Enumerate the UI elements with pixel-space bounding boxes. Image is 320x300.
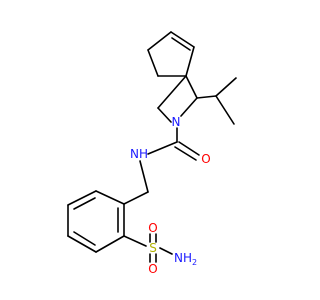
- bond-ch-to-methyl-top: [215, 77, 237, 97]
- bond-carbonyl-to-nh: [147, 141, 178, 155]
- bond-ring-right: [185, 46, 195, 77]
- sulfur-label: S: [149, 241, 157, 255]
- amine-subscript: 2: [192, 258, 197, 267]
- bond-cipr-to-spiro: [185, 75, 198, 99]
- bond-s-to-nh2: [159, 247, 173, 255]
- amide-nh-label: NH: [130, 147, 148, 161]
- sulfonyl-oxygen-bottom-label: O: [148, 262, 157, 276]
- ring-nitrogen-label: N: [172, 115, 181, 129]
- bond-co-double-a: [178, 141, 200, 156]
- bond-benz-4: [67, 235, 97, 253]
- bond-ch-to-methyl-bottom: [215, 95, 235, 125]
- bond-benz-5: [95, 235, 125, 253]
- bond-ring-top-left: [147, 31, 172, 51]
- carbonyl-oxygen-label: O: [201, 152, 210, 166]
- bond-benz-2: [67, 190, 97, 206]
- bond-co-double-b: [174, 146, 197, 161]
- bond-benz-inner-bottom: [73, 231, 96, 246]
- sulfonyl-oxygen-top-label: O: [148, 221, 157, 235]
- bond-ring-double-outer: [170, 31, 195, 48]
- canvas-background: [0, 0, 300, 300]
- bond-benz-inner-top: [73, 197, 96, 210]
- bond-ch2-to-ring: [123, 191, 149, 205]
- bond-ring-to-s: [123, 235, 147, 247]
- bond-cipr-to-ch: [196, 95, 217, 99]
- bond-spiro-to-ch2: [157, 75, 187, 109]
- amine-nh-text: NH: [174, 251, 192, 265]
- bonds: [67, 31, 237, 263]
- molecule-drawing: N NH O S O O NH2: [0, 0, 300, 300]
- bond-ch2-to-n: [157, 107, 172, 123]
- atom-labels: N NH O S O O NH2: [130, 115, 211, 276]
- bond-ring-double-inner: [171, 37, 191, 51]
- molecule-svg: N NH O S O O NH2: [0, 0, 300, 300]
- bond-n-to-cipr: [180, 97, 198, 117]
- bond-benz-1: [95, 190, 125, 205]
- bond-ring-left: [147, 49, 159, 77]
- amine-nh2-label: NH2: [174, 251, 197, 267]
- bond-nh-to-ch2: [139, 160, 149, 193]
